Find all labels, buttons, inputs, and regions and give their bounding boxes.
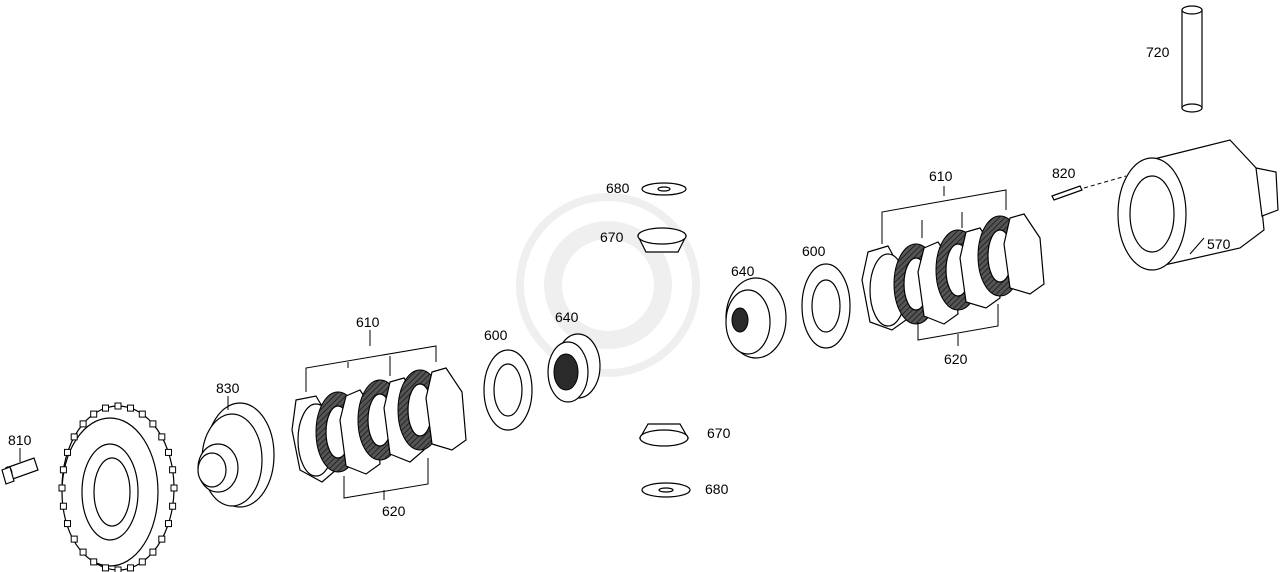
callout-640-left: 640	[555, 309, 579, 325]
part-820-pin	[1051, 185, 1083, 201]
right-clutch-pack	[861, 213, 1045, 331]
callout-670-bottom: 670	[707, 425, 731, 441]
callout-720: 720	[1146, 44, 1170, 60]
part-680-washer-bottom	[641, 482, 691, 498]
watermark-logo	[516, 193, 700, 377]
part-600-disc-right	[801, 263, 851, 349]
callout-830: 830	[216, 380, 240, 396]
callout-610-right: 610	[929, 168, 953, 184]
callout-810: 810	[8, 432, 32, 448]
part-570-diff-housing	[1117, 139, 1279, 271]
callout-600-left: 600	[484, 327, 508, 343]
part-810-bolt	[1, 457, 39, 485]
part-670-pinion-bottom	[638, 423, 690, 447]
callout-680-bottom: 680	[705, 481, 729, 497]
part-720-cross-shaft	[1181, 5, 1203, 113]
callout-610-left: 610	[356, 314, 380, 330]
callout-680-top: 680	[606, 180, 630, 196]
left-clutch-pack	[291, 367, 467, 483]
callout-670-top: 670	[600, 229, 624, 245]
part-680-washer-top	[641, 182, 687, 196]
callout-820: 820	[1052, 165, 1076, 181]
part-670-pinion-top	[637, 227, 687, 253]
part-ring-gear	[58, 402, 178, 572]
part-600-disc-left	[483, 349, 533, 431]
part-640-side-gear-right	[725, 277, 787, 359]
callout-620-right: 620	[944, 351, 968, 367]
part-640-side-gear-left	[547, 333, 601, 403]
callout-620-left: 620	[382, 503, 406, 519]
part-830-flange	[197, 402, 275, 508]
callout-600-right: 600	[802, 243, 826, 259]
callout-640-right: 640	[731, 263, 755, 279]
callout-570: 570	[1207, 236, 1231, 252]
